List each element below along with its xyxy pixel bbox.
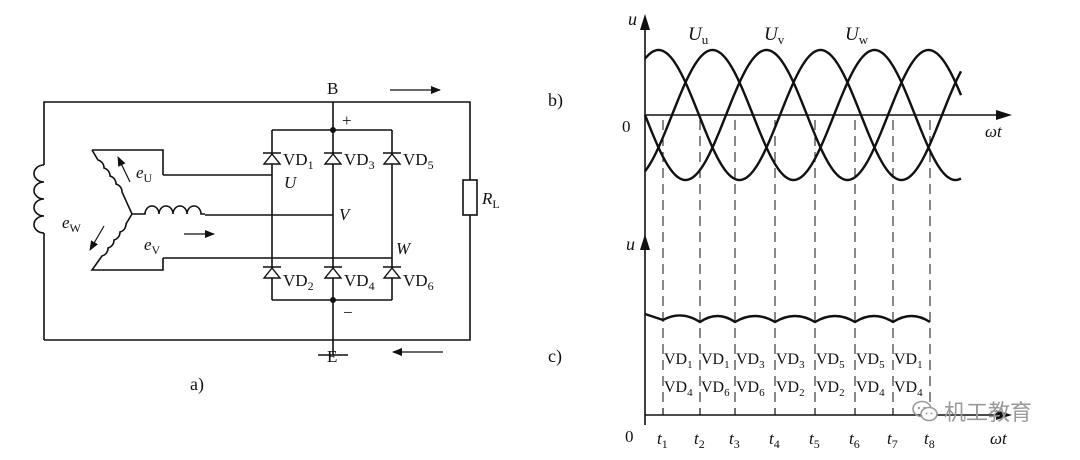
plus-sign: + bbox=[342, 111, 352, 130]
panel-c-x-label: ωt bbox=[990, 429, 1008, 448]
conduction-bottom-1: VD4 bbox=[664, 379, 693, 399]
wave-u bbox=[644, 48, 962, 182]
time-label-t2: t2 bbox=[694, 429, 705, 451]
conduction-bottom-2: VD6 bbox=[701, 379, 730, 399]
emf-w-arrow bbox=[89, 225, 105, 251]
conduction-top-5: VD5 bbox=[816, 351, 845, 371]
outer-wire bbox=[43, 101, 471, 341]
time-dashed-lines bbox=[662, 120, 931, 415]
time-label-t5: t5 bbox=[809, 429, 820, 451]
time-ticks: t1 t2 t3 t4 t5 t6 t7 t8 bbox=[657, 408, 935, 451]
diode-vd3 bbox=[323, 152, 343, 165]
watermark-text: 机工教育 bbox=[944, 401, 1033, 426]
phase-w-label: W bbox=[396, 239, 412, 258]
caption-b: b) bbox=[548, 90, 563, 111]
diode-vd1 bbox=[262, 152, 282, 165]
emf-v-label: eV bbox=[144, 235, 161, 257]
panel-b-origin: 0 bbox=[622, 117, 631, 136]
bridge-frame bbox=[271, 102, 393, 355]
watermark: 机工教育 bbox=[912, 396, 1032, 426]
load-resistor bbox=[462, 179, 478, 216]
node-bottom-dot bbox=[330, 297, 336, 303]
node-e-label: E bbox=[327, 347, 337, 366]
load-label: RL bbox=[481, 189, 500, 211]
conduction-top-4: VD3 bbox=[776, 351, 805, 371]
diode-label-2: VD2 bbox=[283, 271, 314, 293]
conduction-top-7: VD1 bbox=[894, 351, 923, 371]
wave-u-label: Uu bbox=[688, 24, 709, 47]
conduction-top-3: VD3 bbox=[736, 351, 765, 371]
emf-w-label: eW bbox=[62, 213, 82, 235]
diode-label-3: VD3 bbox=[344, 150, 375, 172]
conduction-bottom-4: VD2 bbox=[776, 379, 805, 399]
diode-vd4 bbox=[323, 266, 343, 279]
emf-u-label: eU bbox=[136, 163, 153, 185]
wechat-icon bbox=[912, 400, 938, 422]
diode-label-5: VD5 bbox=[403, 150, 434, 172]
winding-w bbox=[90, 213, 164, 271]
winding-u bbox=[91, 149, 164, 215]
conduction-bottom-3: VD6 bbox=[736, 379, 765, 399]
panel-c-y-label: u bbox=[626, 234, 635, 254]
emf-u-arrow bbox=[117, 156, 131, 183]
conduction-bottom-7: VD4 bbox=[894, 379, 923, 399]
time-label-t6: t6 bbox=[849, 429, 860, 451]
conduction-top-2: VD1 bbox=[701, 351, 730, 371]
winding-v bbox=[132, 205, 205, 215]
diode-vd6 bbox=[382, 266, 402, 279]
phase-v-label: V bbox=[339, 205, 352, 224]
conduction-bottom-5: VD2 bbox=[816, 379, 845, 399]
rectified-ripple bbox=[644, 312, 931, 324]
wave-w-label: Uw bbox=[845, 24, 869, 47]
panel-b-y-label: u bbox=[628, 9, 637, 29]
diode-vd5 bbox=[382, 152, 402, 165]
minus-sign: − bbox=[343, 303, 353, 322]
caption-c: c) bbox=[548, 346, 562, 367]
wave-w bbox=[644, 48, 963, 182]
node-top-dot bbox=[330, 127, 336, 133]
generator-coil bbox=[33, 164, 45, 234]
time-label-t1: t1 bbox=[657, 429, 668, 451]
phase-voltage-chart: u ωt 0 Uu Uv Uw b) bbox=[548, 9, 1012, 425]
wave-v-label: Uv bbox=[764, 24, 785, 47]
time-label-t3: t3 bbox=[729, 429, 740, 451]
panel-b-x-label: ωt bbox=[985, 122, 1003, 141]
time-label-t4: t4 bbox=[769, 429, 780, 451]
conduction-bottom-6: VD4 bbox=[856, 379, 885, 399]
diode-vd2 bbox=[262, 266, 282, 279]
phase-waves bbox=[643, 48, 963, 182]
panel-c-origin: 0 bbox=[625, 427, 634, 446]
caption-a: a) bbox=[190, 374, 204, 395]
time-label-t8: t8 bbox=[924, 429, 935, 451]
ripple-waveform bbox=[644, 312, 931, 324]
diode-label-6: VD6 bbox=[403, 271, 434, 293]
phase-u-label: U bbox=[284, 173, 298, 192]
diode-label-4: VD4 bbox=[344, 271, 375, 293]
time-label-t7: t7 bbox=[887, 429, 898, 451]
conduction-top-1: VD1 bbox=[664, 351, 693, 371]
wave-v bbox=[643, 48, 963, 182]
node-b-label: B bbox=[327, 79, 338, 98]
diode-label-1: VD1 bbox=[283, 150, 314, 172]
conduction-top-6: VD5 bbox=[856, 351, 885, 371]
